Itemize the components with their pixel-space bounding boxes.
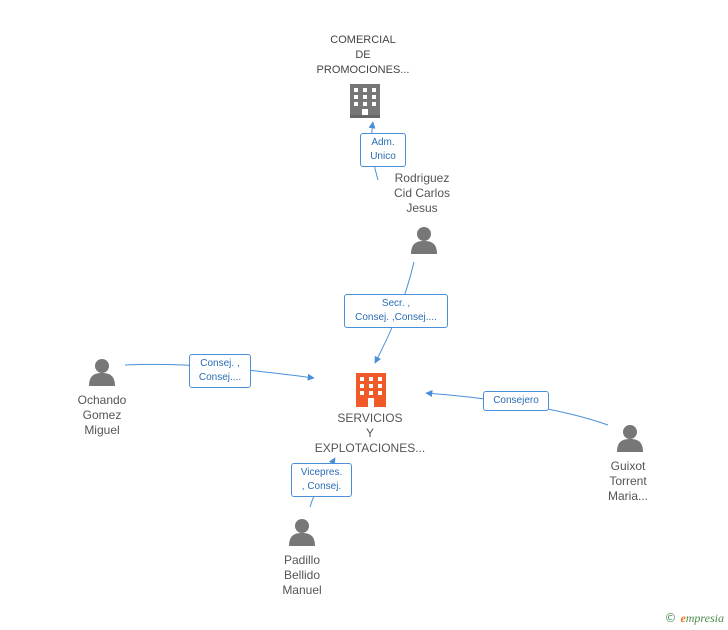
company-name-line: EXPLOTACIONES... (314, 441, 426, 455)
company-name-line: SERVICIOS (337, 411, 403, 425)
person-label-rodriguez[interactable]: Rodriguez Cid Carlos Jesus (372, 171, 472, 216)
building-icon (356, 373, 386, 407)
company-name-line: DE (355, 49, 371, 61)
relation-text: Consej. ,Consej.... (355, 312, 437, 323)
person-name-line: Ochando (77, 393, 127, 407)
company-label-servicios[interactable]: SERVICIOS Y EXPLOTACIONES... (300, 411, 440, 456)
copyright-symbol: © (664, 611, 677, 625)
person-label-ochando[interactable]: Ochando Gomez Miguel (52, 393, 152, 438)
company-name-line: COMERCIAL (330, 34, 396, 46)
relation-text: Consej.... (198, 372, 242, 383)
relation-text: Unico (370, 151, 396, 162)
relation-box-secr[interactable]: Secr. , Consej. ,Consej.... (344, 294, 448, 328)
relation-box-consej-ochando[interactable]: Consej. , Consej.... (189, 354, 251, 388)
person-name-line: Jesus (406, 201, 438, 215)
person-name-line: Rodriguez (394, 171, 450, 185)
person-name-line: Manuel (282, 583, 322, 597)
person-name-line: Bellido (283, 568, 321, 582)
relation-text: Consejero (493, 395, 539, 406)
building-icon (350, 84, 380, 118)
person-name-line: Maria... (607, 489, 648, 503)
person-name-line: Padillo (283, 553, 321, 567)
person-icon (89, 359, 115, 386)
relation-box-vicepres[interactable]: Vicepres. , Consej. (291, 463, 352, 497)
person-name-line: Cid Carlos (393, 186, 450, 200)
person-icon (289, 519, 315, 546)
company-name-line: Y (365, 426, 374, 440)
relation-box-consejero[interactable]: Consejero (483, 391, 549, 411)
relation-box-adm-unico[interactable]: Adm. Unico (360, 133, 406, 167)
person-name-line: Torrent (609, 474, 647, 488)
relation-text: Consej. , (200, 358, 240, 369)
relation-text: Adm. (371, 137, 395, 148)
company-name-line: PROMOCIONES... (316, 64, 410, 76)
relation-text: Secr. , (381, 298, 411, 309)
person-name-line: Gomez (82, 408, 122, 422)
person-label-padillo[interactable]: Padillo Bellido Manuel (262, 553, 342, 598)
relation-text: , Consej. (301, 481, 342, 492)
person-name-line: Miguel (84, 423, 120, 437)
person-icon (411, 227, 437, 254)
company-label-comercial[interactable]: COMERCIAL DE PROMOCIONES... (303, 33, 423, 78)
empresia-logo: ©empresia (664, 611, 724, 626)
relation-text: Vicepres. (300, 467, 343, 478)
person-icon (617, 425, 643, 452)
logo-text: mpresia (685, 611, 724, 625)
person-label-guixot[interactable]: Guixot Torrent Maria... (588, 459, 668, 504)
person-name-line: Guixot (610, 459, 646, 473)
logo-e: e (680, 611, 686, 625)
